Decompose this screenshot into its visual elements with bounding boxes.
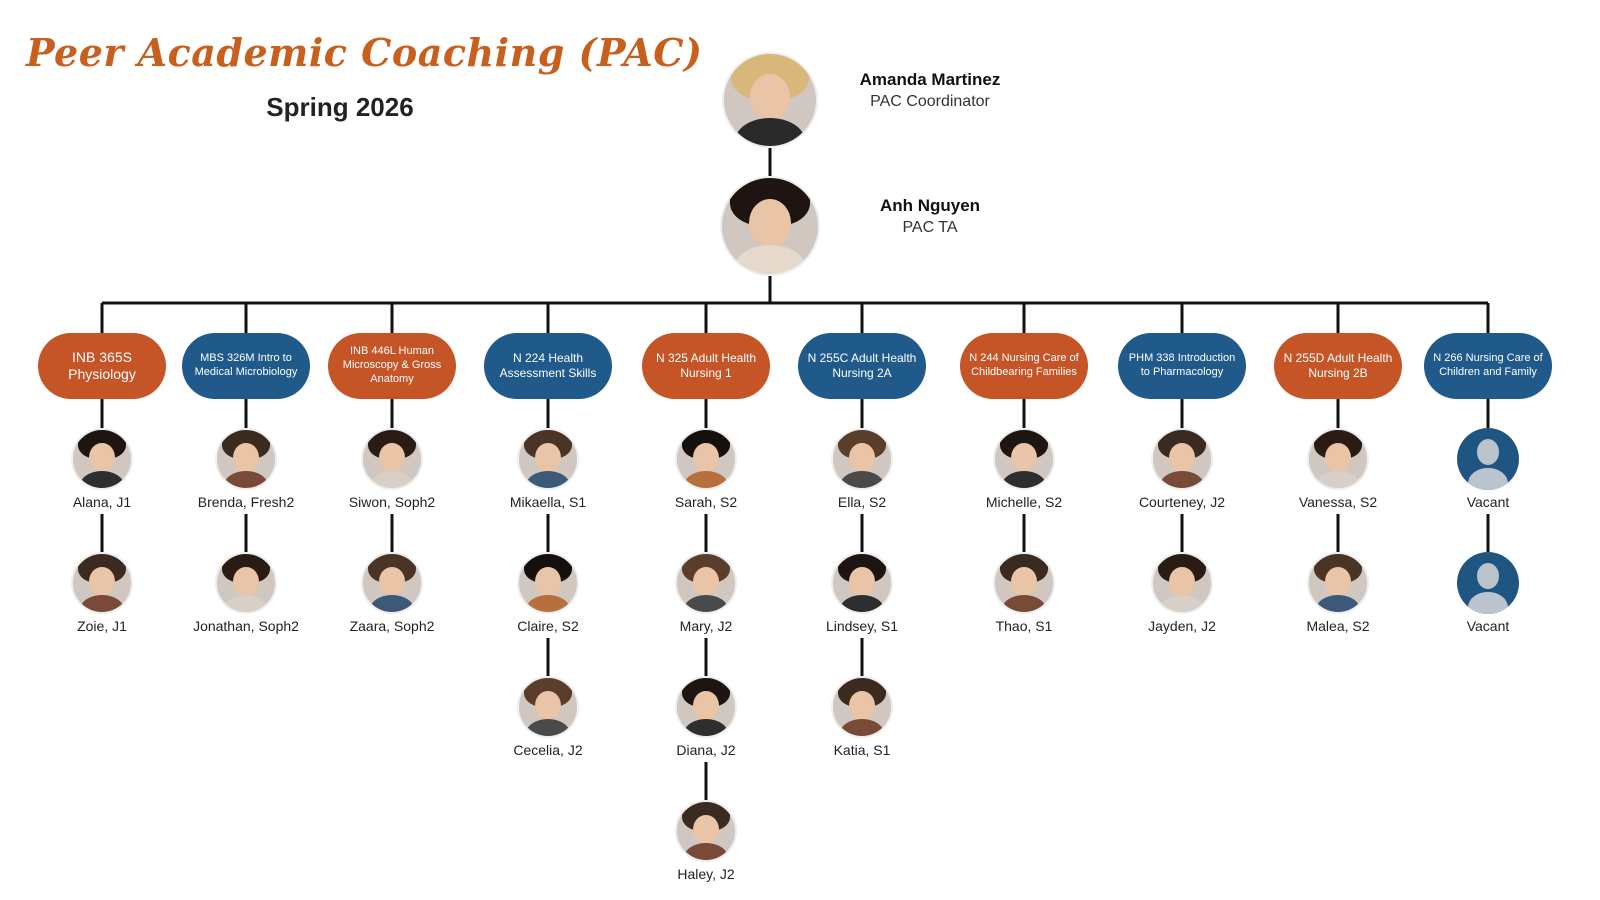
vacant-avatar (1457, 552, 1519, 614)
coach-avatar (675, 676, 737, 738)
coach-name: Diana, J2 (676, 742, 736, 758)
coach-name: Haley, J2 (677, 866, 735, 882)
coach-avatar (993, 428, 1055, 490)
coach-name: Michelle, S2 (985, 494, 1063, 510)
coach-avatar (1307, 552, 1369, 614)
coach-name: Lindsey, S1 (825, 618, 899, 634)
coach-name: Malea, S2 (1306, 618, 1370, 634)
coach-avatar (1151, 428, 1213, 490)
coach-name: Jonathan, Soph2 (193, 618, 299, 634)
coach-avatar (361, 428, 423, 490)
ta-avatar (720, 176, 820, 276)
coordinator-role: PAC Coordinator (870, 93, 990, 110)
chart-subtitle: Spring 2026 (266, 92, 414, 122)
ta-name: Anh Nguyen (879, 196, 981, 215)
coach-avatar (831, 676, 893, 738)
coach-avatar (675, 552, 737, 614)
course-pill: N 255D Adult Health Nursing 2B (1274, 333, 1402, 399)
coach-name: Zoie, J1 (77, 618, 127, 634)
coach-name: Mary, J2 (679, 618, 733, 634)
coach-name: Zaara, Soph2 (349, 618, 435, 634)
course-pill: N 255C Adult Health Nursing 2A (798, 333, 926, 399)
coach-avatar (993, 552, 1055, 614)
coach-name: Courteney, J2 (1138, 494, 1226, 510)
course-pill: INB 446L Human Microscopy & Gross Anatom… (328, 333, 456, 399)
vacant-avatar (1457, 428, 1519, 490)
coach-avatar (1307, 428, 1369, 490)
course-pill: N 244 Nursing Care of Childbearing Famil… (960, 333, 1088, 399)
coach-avatar (215, 552, 277, 614)
coach-name: Mikaella, S1 (509, 494, 587, 510)
coordinator-name: Amanda Martinez (859, 70, 1001, 89)
coach-name: Sarah, S2 (674, 494, 738, 510)
coach-name: Vacant (1466, 618, 1510, 634)
course-pill: N 224 Health Assessment Skills (484, 333, 612, 399)
coach-avatar (675, 800, 737, 862)
coach-avatar (71, 552, 133, 614)
coach-name: Claire, S2 (517, 618, 579, 634)
coach-name: Cecelia, J2 (513, 742, 583, 758)
coach-avatar (675, 428, 737, 490)
coach-avatar (517, 676, 579, 738)
coach-name: Katia, S1 (833, 742, 891, 758)
course-pill: N 325 Adult Health Nursing 1 (642, 333, 770, 399)
coach-avatar (215, 428, 277, 490)
coach-name: Vacant (1466, 494, 1510, 510)
course-pill: MBS 326M Intro to Medical Microbiology (182, 333, 310, 399)
coach-name: Siwon, Soph2 (348, 494, 436, 510)
course-pill: N 266 Nursing Care of Children and Famil… (1424, 333, 1552, 399)
course-pill: PHM 338 Introduction to Pharmacology (1118, 333, 1246, 399)
coach-avatar (517, 552, 579, 614)
coach-name: Alana, J1 (72, 494, 132, 510)
coach-name: Ella, S2 (837, 494, 887, 510)
coach-avatar (831, 428, 893, 490)
coordinator-avatar (722, 52, 818, 148)
chart-title: Peer Academic Coaching (PAC) (26, 30, 703, 75)
coach-name: Jayden, J2 (1148, 618, 1216, 634)
coach-avatar (831, 552, 893, 614)
coach-avatar (1151, 552, 1213, 614)
coach-avatar (71, 428, 133, 490)
ta-role: PAC TA (902, 219, 958, 236)
course-pill: INB 365S Physiology (38, 333, 166, 399)
coach-name: Brenda, Fresh2 (197, 494, 295, 510)
coach-avatar (361, 552, 423, 614)
coach-avatar (517, 428, 579, 490)
coach-name: Thao, S1 (995, 618, 1053, 634)
coach-name: Vanessa, S2 (1298, 494, 1378, 510)
